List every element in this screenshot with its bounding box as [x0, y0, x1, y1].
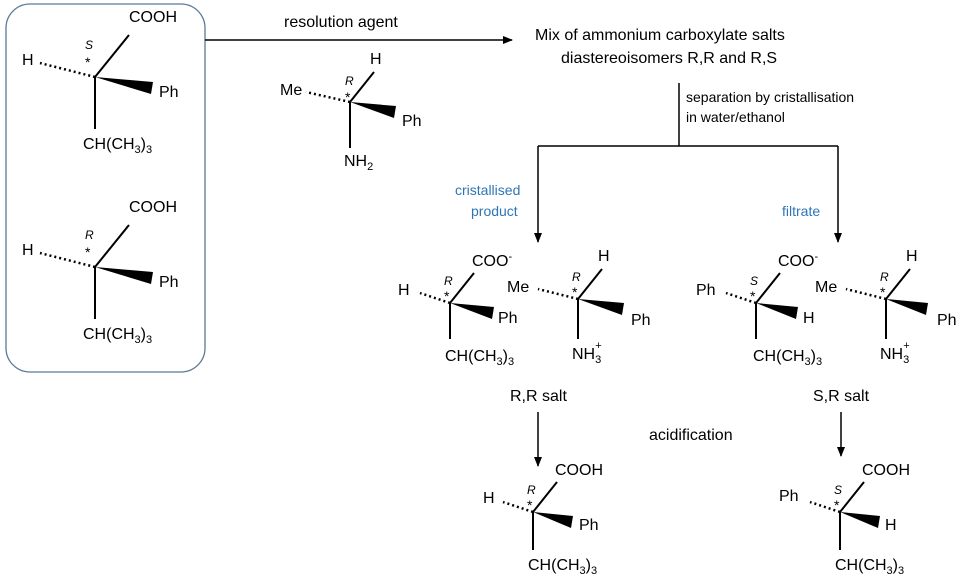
- s-acid-molecule: COOH H Ph CH(CH3)3 S *: [22, 9, 179, 156]
- h-label: H: [398, 282, 410, 299]
- r-descriptor: R: [527, 483, 536, 497]
- h-label: H: [370, 51, 382, 68]
- stereocenter-star: *: [834, 497, 840, 513]
- ph-label: Ph: [937, 312, 957, 329]
- rr-salt-ammonium: H Me Ph NH3+ R *: [507, 248, 651, 366]
- racemate-box: [5, 3, 206, 373]
- stereocenter-star: *: [880, 284, 886, 300]
- acidification-label: acidification: [649, 427, 733, 444]
- ph-label: Ph: [498, 310, 518, 327]
- ph-label: Ph: [402, 113, 422, 130]
- s-acid-product: COOH Ph H CH(CH3)3 S *: [779, 462, 910, 577]
- sr-salt-label: S,R salt: [813, 388, 870, 405]
- mix-label-line2: diastereoisomers R,R and R,S: [561, 50, 777, 67]
- coo-minus-label: COO-: [778, 251, 818, 270]
- sr-salt-ammonium: H Me Ph NH3+ R *: [815, 248, 957, 366]
- mix-label-line1: Mix of ammonium carboxylate salts: [535, 27, 785, 44]
- cristallised-label-line1: cristallised: [455, 182, 520, 198]
- r-descriptor: R: [444, 274, 453, 288]
- filtrate-label: filtrate: [782, 203, 820, 219]
- ph-label: Ph: [696, 282, 716, 299]
- ph-label: Ph: [631, 312, 651, 329]
- ph-label: Ph: [779, 488, 799, 505]
- coo-minus-label: COO-: [472, 251, 512, 270]
- stereocenter-star: *: [85, 54, 91, 70]
- ph-label: Ph: [159, 84, 179, 101]
- nh3-plus-label: NH3+: [880, 340, 910, 366]
- stereocenter-star: *: [750, 288, 756, 304]
- stereocenter-star: *: [444, 288, 450, 304]
- s-descriptor: S: [85, 38, 93, 52]
- substituent-label: CH(CH3)3: [753, 348, 822, 368]
- nh3-plus-label: NH3+: [572, 340, 602, 366]
- me-label: Me: [507, 279, 529, 296]
- rr-salt-carboxylate: COO- H Ph CH(CH3)3 R *: [398, 251, 518, 368]
- cooh-label: COOH: [862, 462, 910, 479]
- cooh-label: COOH: [555, 462, 603, 479]
- r-acid-molecule: COOH H Ph CH(CH3)3 R *: [22, 199, 179, 346]
- ph-label: Ph: [579, 517, 599, 534]
- s-descriptor: S: [750, 274, 758, 288]
- substituent-label: CH(CH3)3: [83, 136, 152, 156]
- h-label: H: [803, 310, 815, 327]
- r-acid-product: COOH H Ph CH(CH3)3 R *: [483, 462, 603, 577]
- h-label: H: [22, 242, 34, 259]
- h-label: H: [22, 52, 34, 69]
- separation-label-line1: separation by cristallisation: [686, 89, 854, 105]
- cooh-label: COOH: [129, 9, 177, 26]
- r-amine-molecule: H Me Ph NH2 R *: [280, 51, 422, 173]
- r-descriptor: R: [572, 270, 581, 284]
- stereocenter-star: *: [85, 244, 91, 260]
- stereocenter-star: *: [572, 284, 578, 300]
- cristallised-label-line2: product: [471, 203, 518, 219]
- substituent-label: CH(CH3)3: [83, 326, 152, 346]
- substituent-label: CH(CH3)3: [528, 557, 597, 577]
- ph-label: Ph: [159, 274, 179, 291]
- me-label: Me: [815, 279, 837, 296]
- h-label: H: [598, 248, 610, 265]
- h-label: H: [483, 490, 495, 507]
- rr-salt-label: R,R salt: [510, 388, 567, 405]
- resolution-agent-label: resolution agent: [284, 14, 398, 31]
- separation-label-line2: in water/ethanol: [686, 109, 785, 125]
- r-descriptor: R: [880, 270, 889, 284]
- stereocenter-star: *: [345, 89, 351, 105]
- s-descriptor: S: [834, 483, 842, 497]
- r-descriptor: R: [345, 74, 354, 88]
- substituent-label: CH(CH3)3: [835, 557, 904, 577]
- cooh-label: COOH: [129, 199, 177, 216]
- me-label: Me: [280, 82, 302, 99]
- substituent-label: CH(CH3)3: [445, 348, 514, 368]
- nh2-label: NH2: [344, 153, 373, 173]
- h-label: H: [906, 248, 918, 265]
- r-descriptor: R: [85, 228, 94, 242]
- sr-salt-carboxylate: COO- Ph H CH(CH3)3 S *: [696, 251, 822, 368]
- h-label: H: [885, 517, 897, 534]
- stereocenter-star: *: [527, 497, 533, 513]
